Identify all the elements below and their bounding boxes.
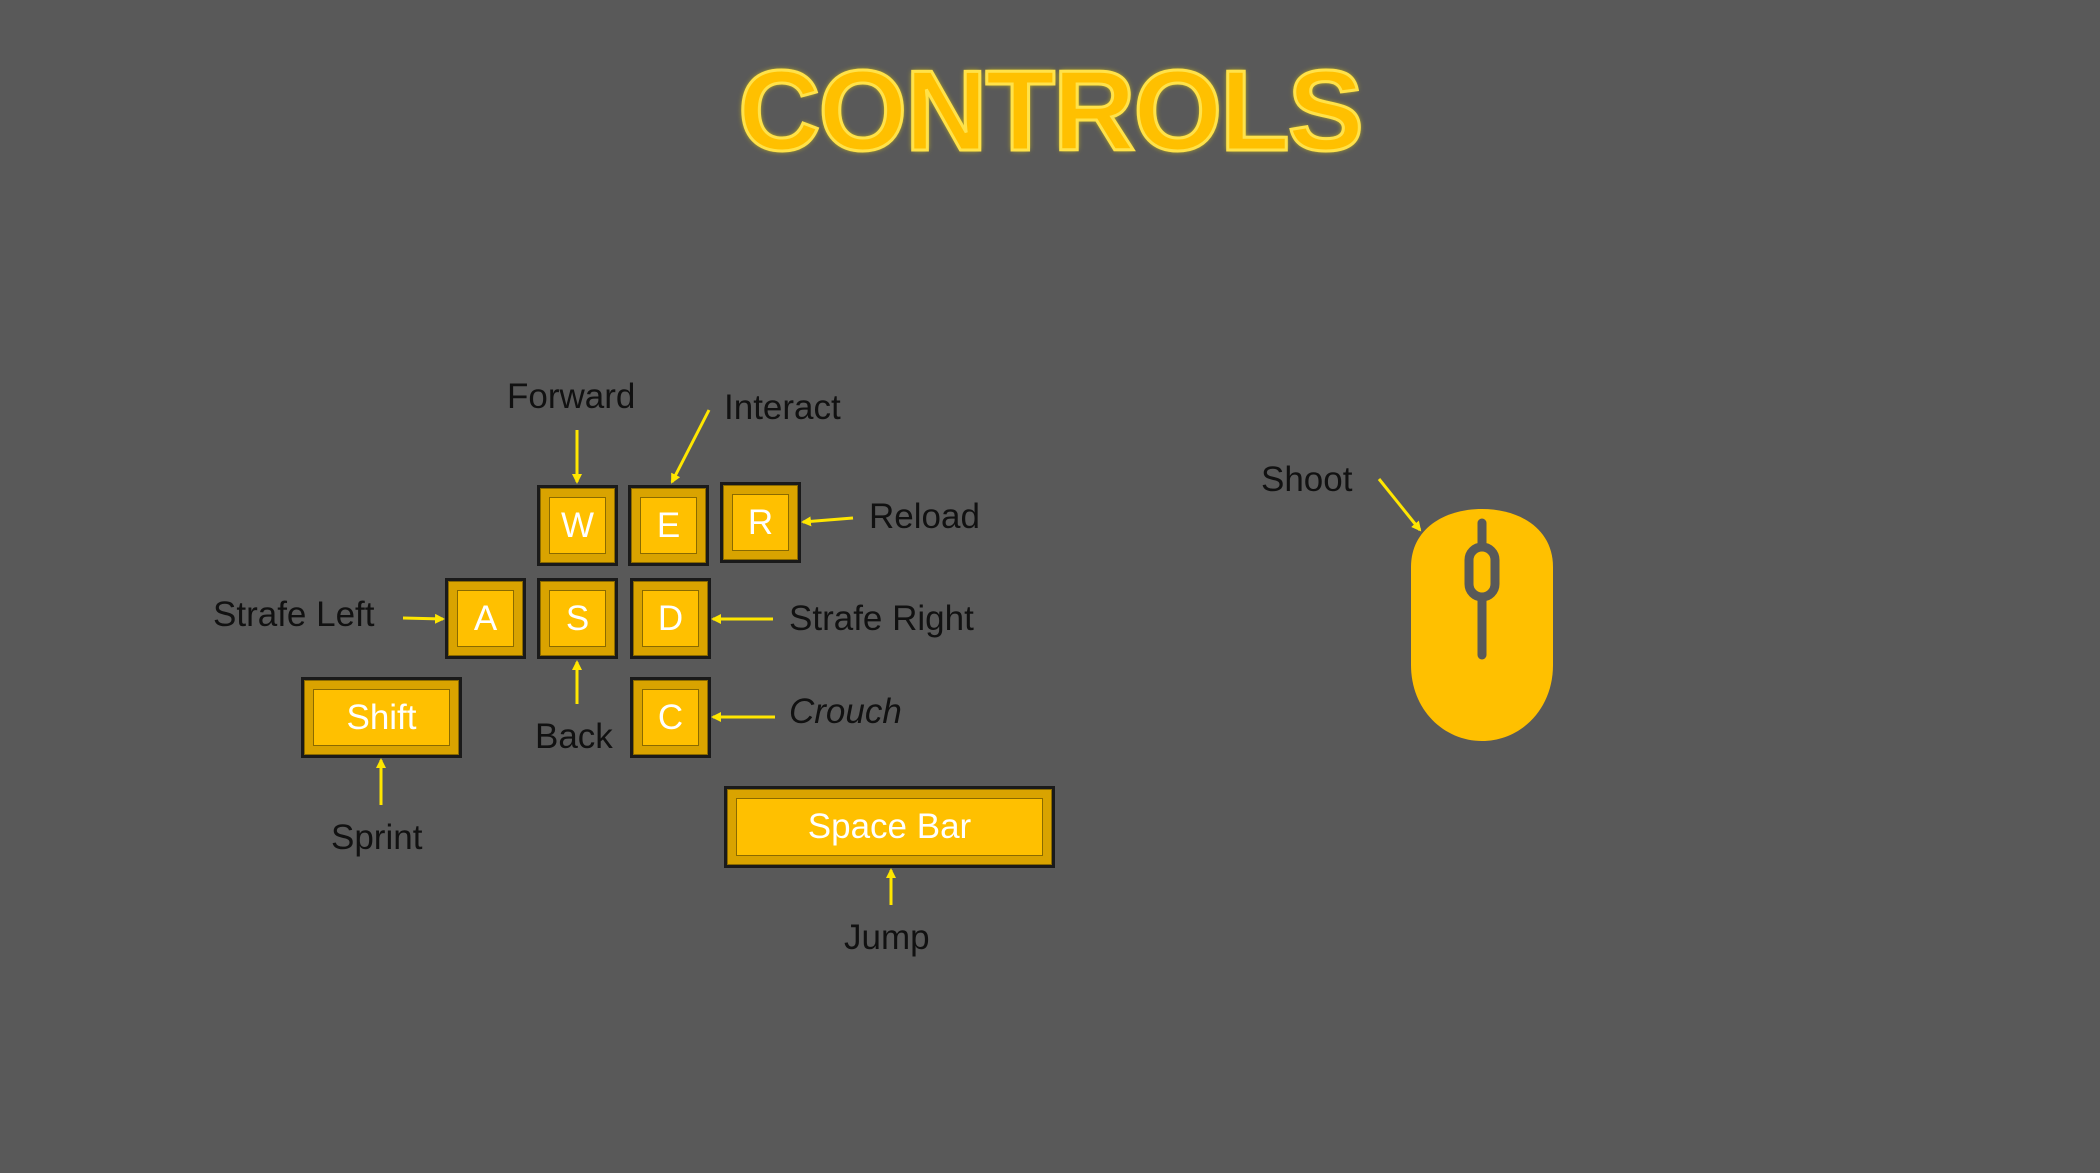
page-title: CONTROLS bbox=[737, 47, 1366, 177]
mouse-icon bbox=[1411, 509, 1553, 741]
key-r: R bbox=[720, 482, 801, 563]
label-forward: Forward bbox=[507, 377, 636, 416]
key-r-label: R bbox=[732, 494, 789, 551]
key-s-label: S bbox=[549, 590, 606, 647]
key-space-bar: Space Bar bbox=[724, 786, 1055, 868]
key-c-label: C bbox=[642, 689, 699, 746]
key-a: A bbox=[445, 578, 526, 659]
arrow-interact bbox=[670, 409, 711, 484]
key-space-bar-label: Space Bar bbox=[736, 798, 1043, 856]
label-interact: Interact bbox=[724, 388, 841, 427]
key-d-label: D bbox=[642, 590, 699, 647]
key-c: C bbox=[630, 677, 711, 758]
key-shift-label: Shift bbox=[313, 689, 450, 746]
label-shoot: Shoot bbox=[1261, 460, 1353, 499]
key-d: D bbox=[630, 578, 711, 659]
label-reload: Reload bbox=[869, 497, 980, 536]
key-a-label: A bbox=[457, 590, 514, 647]
key-s: S bbox=[537, 578, 618, 659]
key-shift: Shift bbox=[301, 677, 462, 758]
label-sprint: Sprint bbox=[331, 818, 423, 857]
label-strafe-left: Strafe Left bbox=[213, 595, 375, 634]
key-w-label: W bbox=[549, 497, 606, 554]
label-jump: Jump bbox=[844, 918, 930, 957]
key-e: E bbox=[628, 485, 709, 566]
key-w: W bbox=[537, 485, 618, 566]
label-strafe-right: Strafe Right bbox=[789, 599, 974, 638]
arrow-reload bbox=[801, 516, 854, 527]
key-e-label: E bbox=[640, 497, 697, 554]
arrow-strafe-left bbox=[402, 613, 445, 624]
label-back: Back bbox=[535, 717, 613, 756]
label-crouch: Crouch bbox=[789, 692, 902, 731]
